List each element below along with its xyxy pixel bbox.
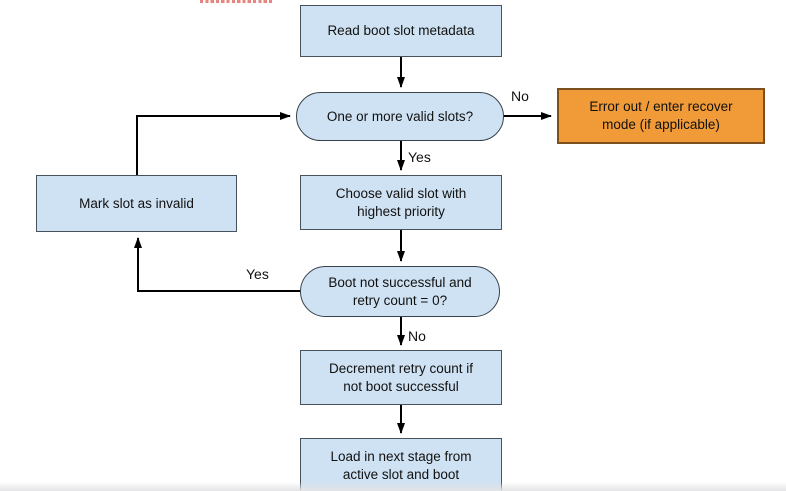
node-error-out-recover-mode-label: Error out / enter recover mode (if appli… xyxy=(589,99,733,132)
node-one-or-more-valid-slots: One or more valid slots? xyxy=(296,92,504,141)
node-decrement-retry-count: Decrement retry count if not boot succes… xyxy=(300,350,502,405)
node-error-out-recover-mode: Error out / enter recover mode (if appli… xyxy=(557,88,765,144)
node-read-boot-slot-metadata: Read boot slot metadata xyxy=(300,5,502,57)
edge-bootcheck-yes-to-markinvalid xyxy=(134,237,300,292)
edge-label-yes-to-markinvalid: Yes xyxy=(244,266,271,282)
node-choose-valid-slot: Choose valid slot with highest priority xyxy=(300,175,502,230)
node-boot-not-successful-check-label: Boot not successful and retry count = 0? xyxy=(328,274,472,308)
node-one-or-more-valid-slots-label: One or more valid slots? xyxy=(326,108,474,124)
edge-label-no-to-error: No xyxy=(509,88,531,104)
node-load-next-stage: Load in next stage from active slot and … xyxy=(300,438,502,491)
edge-label-no-to-decrement: No xyxy=(406,328,428,344)
clipped-red-dashed-marks xyxy=(200,0,273,3)
node-read-boot-slot-metadata-label: Read boot slot metadata xyxy=(327,23,475,39)
node-load-next-stage-label: Load in next stage from active slot and … xyxy=(330,449,472,482)
edge-markinvalid-to-validslots xyxy=(136,112,291,175)
node-mark-slot-invalid: Mark slot as invalid xyxy=(36,175,237,232)
node-mark-slot-invalid-label: Mark slot as invalid xyxy=(79,195,194,211)
node-boot-not-successful-check: Boot not successful and retry count = 0? xyxy=(300,266,500,317)
node-choose-valid-slot-label: Choose valid slot with highest priority xyxy=(335,185,467,219)
node-decrement-retry-count-label: Decrement retry count if not boot succes… xyxy=(328,360,474,394)
edge-label-yes-to-choose: Yes xyxy=(406,149,433,165)
